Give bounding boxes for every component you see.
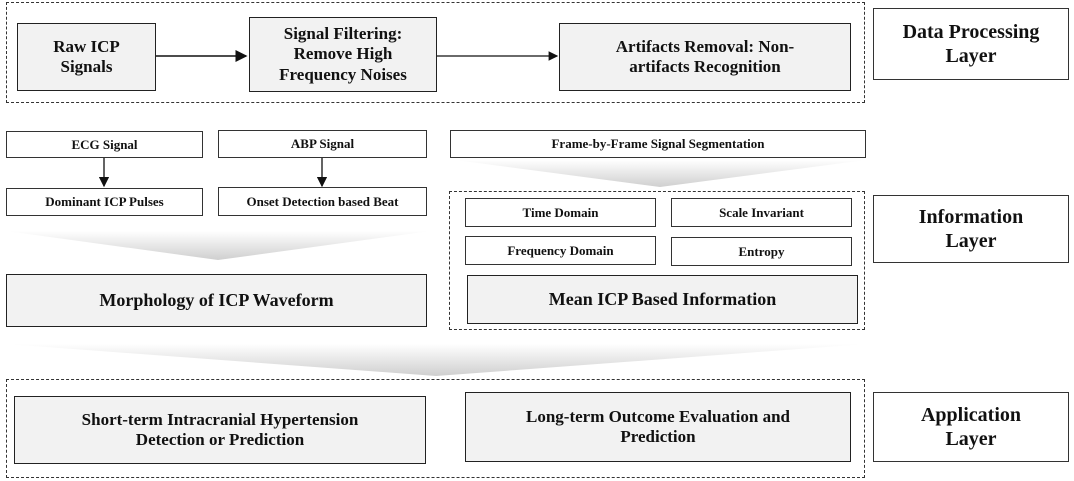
time-domain-box: Time Domain (465, 198, 656, 227)
mean-icp-box: Mean ICP Based Information (467, 275, 858, 324)
artifacts-removal-box: Artifacts Removal: Non- artifacts Recogn… (559, 23, 851, 91)
information-layer-label: Information Layer (873, 195, 1069, 263)
abp-signal-box: ABP Signal (218, 130, 427, 158)
frequency-domain-box: Frequency Domain (465, 236, 656, 265)
frame-segmentation-box: Frame-by-Frame Signal Segmentation (450, 130, 866, 158)
long-term-box: Long-term Outcome Evaluation and Predict… (465, 392, 851, 462)
short-term-box: Short-term Intracranial Hypertension Det… (14, 396, 426, 464)
funnel-left-features (6, 231, 431, 260)
raw-icp-signals-box: Raw ICP Signals (17, 23, 156, 91)
morphology-box: Morphology of ICP Waveform (6, 274, 427, 327)
application-group (6, 379, 865, 478)
funnel-to-application (6, 344, 866, 376)
data-processing-layer-label: Data Processing Layer (873, 8, 1069, 80)
onset-detection-box: Onset Detection based Beat (218, 187, 427, 216)
information-right-group (449, 191, 865, 330)
funnel-frame-segmentation (455, 160, 866, 187)
entropy-box: Entropy (671, 237, 852, 266)
dominant-icp-pulses-box: Dominant ICP Pulses (6, 188, 203, 216)
application-layer-label: Application Layer (873, 392, 1069, 462)
data-processing-group (6, 2, 865, 103)
signal-filtering-box: Signal Filtering: Remove High Frequency … (249, 17, 437, 92)
scale-invariant-box: Scale Invariant (671, 198, 852, 227)
ecg-signal-box: ECG Signal (6, 131, 203, 158)
